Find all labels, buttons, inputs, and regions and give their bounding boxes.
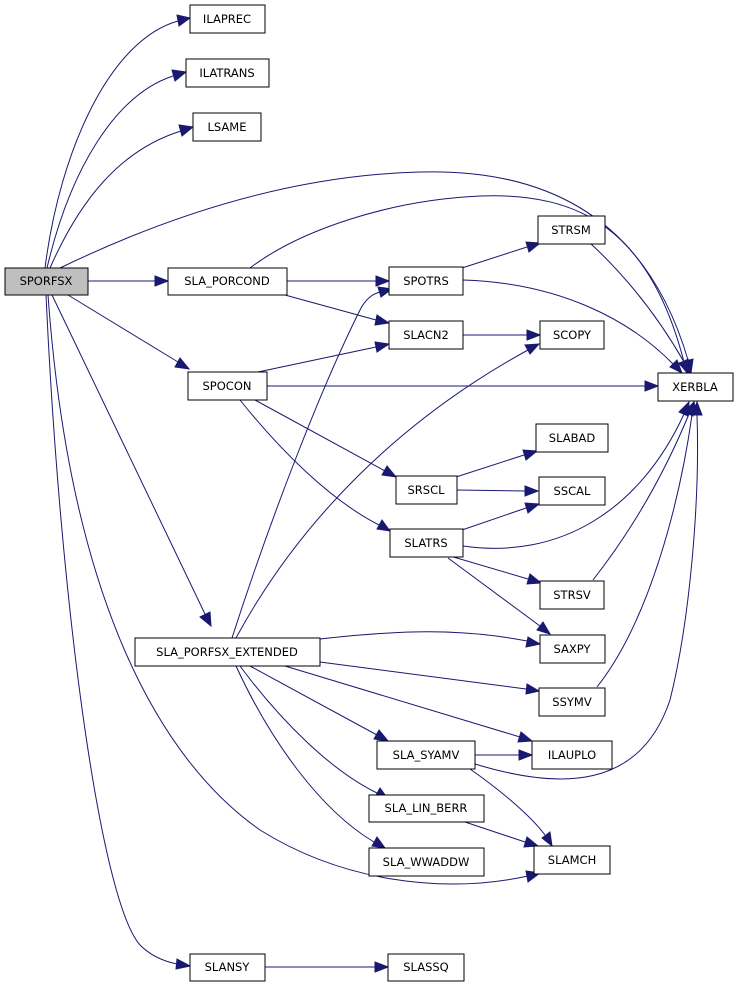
edge-sporfsx-spocon: [67, 294, 191, 370]
svg-text:XERBLA: XERBLA: [672, 380, 718, 394]
edge-sla-syamv-ilauplo: [475, 749, 534, 761]
edge-slatrs-saxpy: [447, 557, 552, 635]
edge-sla-syamv-slamch: [469, 768, 553, 848]
svg-text:SAXPY: SAXPY: [554, 642, 592, 656]
edge-extended-ilauplo: [284, 665, 534, 743]
svg-text:SPOTRS: SPOTRS: [403, 274, 449, 288]
svg-text:SPOCON: SPOCON: [203, 379, 252, 393]
svg-text:LSAME: LSAME: [208, 120, 247, 134]
call-nodes: SPORFSX ILAPREC ILATRANS LSAME SLA_PORCO…: [4, 4, 734, 982]
svg-text:ILATRANS: ILATRANS: [199, 66, 254, 80]
edge-sporfsx-ilatrans: [46, 69, 188, 269]
svg-text:SLA_WWADDW: SLA_WWADDW: [383, 855, 470, 869]
svg-text:SLA_LIN_BERR: SLA_LIN_BERR: [385, 801, 468, 815]
svg-text:SSYMV: SSYMV: [552, 695, 592, 709]
svg-text:SCOPY: SCOPY: [553, 328, 592, 342]
svg-text:ILAPREC: ILAPREC: [203, 12, 251, 26]
edge-extended-sla-lin-berr: [239, 665, 390, 800]
node-slatrs[interactable]: SLATRS: [389, 528, 464, 558]
node-sla-porfsx-extended[interactable]: SLA_PORFSX_EXTENDED: [134, 637, 321, 667]
edge-srscl-slabad: [455, 449, 539, 478]
node-scopy[interactable]: SCOPY: [539, 320, 605, 350]
node-slamch[interactable]: SLAMCH: [533, 845, 611, 875]
node-ssymv[interactable]: SSYMV: [538, 687, 606, 717]
node-spocon[interactable]: SPOCON: [187, 371, 268, 401]
edge-slansy-slassq: [265, 961, 390, 973]
svg-text:SLASSQ: SLASSQ: [403, 960, 449, 974]
edge-spotrs-xerbla: [462, 279, 683, 375]
node-slansy[interactable]: SLANSY: [189, 953, 266, 982]
node-ilatrans[interactable]: ILATRANS: [185, 58, 270, 88]
call-edges: [44, 14, 703, 973]
edge-extended-scopy: [235, 343, 541, 639]
edge-spocon-slacn2: [257, 341, 391, 373]
svg-text:SSCAL: SSCAL: [554, 484, 591, 498]
edge-spocon-srscl: [254, 399, 398, 478]
node-slacn2[interactable]: SLACN2: [388, 320, 464, 350]
edge-sporfsx-ilaprec: [44, 14, 192, 269]
node-sscal[interactable]: SSCAL: [538, 476, 606, 506]
svg-text:SLA_PORFSX_EXTENDED: SLA_PORFSX_EXTENDED: [156, 645, 298, 659]
edge-sla-lin-berr-slamch: [464, 821, 540, 848]
edge-sla-porcond-xerbla: [249, 195, 690, 376]
svg-text:STRSV: STRSV: [553, 588, 591, 602]
node-lsame[interactable]: LSAME: [192, 112, 262, 142]
edge-spocon-slatrs: [239, 399, 392, 532]
edge-sla-porcond-slacn2: [284, 294, 391, 326]
node-sla-lin-berr[interactable]: SLA_LIN_BERR: [368, 794, 485, 823]
edge-sporfsx-slansy: [45, 294, 192, 970]
node-slabad[interactable]: SLABAD: [535, 423, 609, 453]
edge-sporfsx-lsame: [49, 124, 195, 269]
svg-text:SLANSY: SLANSY: [205, 960, 251, 974]
edge-spotrs-strsm: [461, 241, 542, 269]
edge-sla-syamv-xerbla: [474, 400, 703, 780]
svg-text:STRSM: STRSM: [551, 223, 591, 237]
edge-extended-spotrs: [231, 286, 394, 639]
node-ilauplo[interactable]: ILAUPLO: [531, 740, 613, 770]
edge-strsm-xerbla: [589, 242, 691, 375]
edge-extended-saxpy: [319, 631, 542, 648]
node-saxpy[interactable]: SAXPY: [539, 634, 606, 664]
edge-sporfsx-sla-porfsx-extended: [51, 294, 212, 628]
edge-spocon-xerbla: [267, 380, 660, 392]
node-sla-syamv[interactable]: SLA_SYAMV: [376, 740, 476, 770]
svg-text:SPORFSX: SPORFSX: [20, 274, 73, 288]
edge-ssymv-xerbla: [596, 400, 698, 688]
edge-srscl-sscal: [456, 485, 540, 497]
edge-extended-sla-syamv: [249, 665, 390, 742]
node-slassq[interactable]: SLASSQ: [387, 953, 465, 982]
svg-text:SLACN2: SLACN2: [403, 328, 449, 342]
edge-sporfsx-sla-porcond: [88, 275, 170, 287]
edge-slacn2-scopy: [463, 329, 542, 341]
node-srscl[interactable]: SRSCL: [395, 475, 458, 505]
node-spotrs[interactable]: SPOTRS: [388, 266, 464, 296]
edge-extended-ssymv: [319, 661, 541, 695]
node-sla-porcond[interactable]: SLA_PORCOND: [167, 267, 288, 296]
node-xerbla[interactable]: XERBLA: [657, 372, 734, 402]
svg-text:ILAUPLO: ILAUPLO: [548, 748, 596, 762]
svg-text:SRSCL: SRSCL: [407, 483, 445, 497]
svg-text:SLAMCH: SLAMCH: [548, 853, 596, 867]
edge-slatrs-sscal: [461, 502, 541, 531]
edge-sla-porcond-spotrs: [287, 275, 391, 287]
svg-text:SLA_PORCOND: SLA_PORCOND: [184, 274, 270, 288]
svg-text:SLABAD: SLABAD: [549, 431, 596, 445]
svg-text:SLATRS: SLATRS: [404, 536, 447, 550]
node-sporfsx[interactable]: SPORFSX: [4, 267, 89, 296]
edge-extended-sla-wwaddw: [235, 665, 387, 849]
edge-slatrs-strsv: [449, 555, 543, 585]
node-sla-wwaddw[interactable]: SLA_WWADDW: [368, 847, 485, 877]
node-strsv[interactable]: STRSV: [539, 580, 605, 610]
node-ilaprec[interactable]: ILAPREC: [189, 4, 266, 34]
node-strsm[interactable]: STRSM: [537, 215, 606, 245]
svg-text:SLA_SYAMV: SLA_SYAMV: [393, 748, 460, 762]
